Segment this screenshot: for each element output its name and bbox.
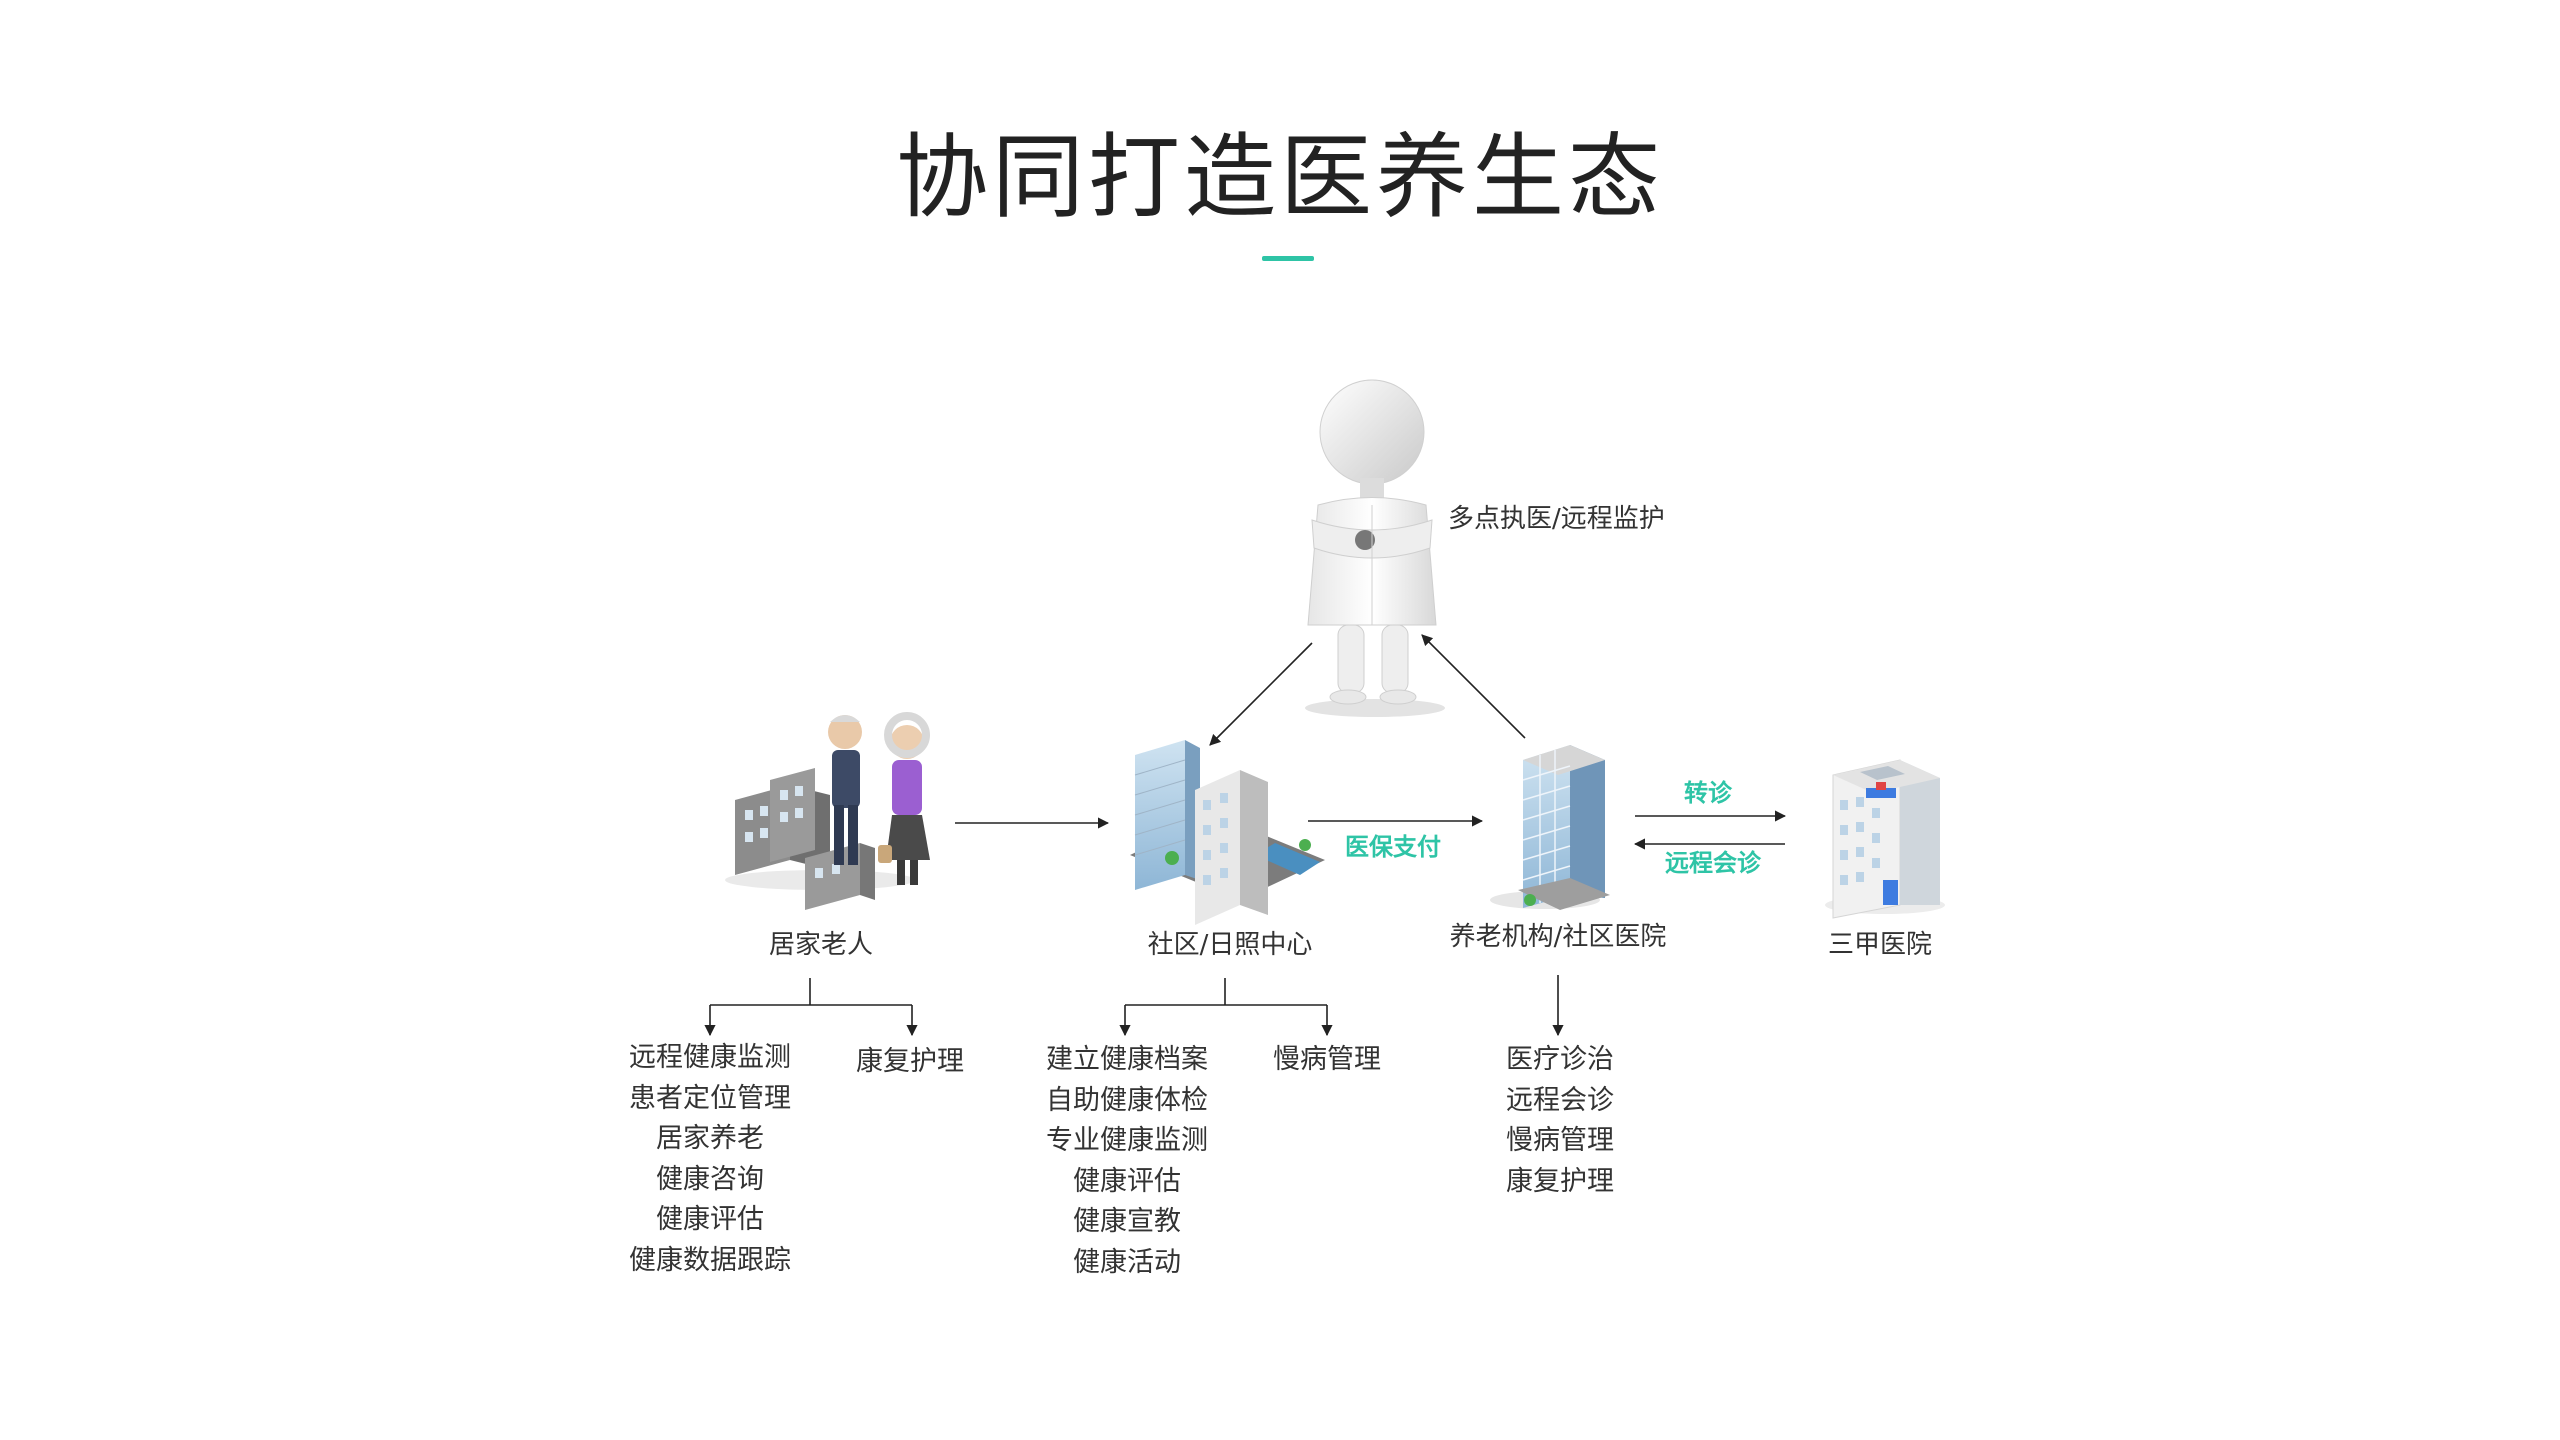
list-item: 远程健康监测 bbox=[629, 1042, 791, 1073]
list-item: 健康评估 bbox=[656, 1204, 764, 1235]
list-item: 健康活动 bbox=[1073, 1246, 1181, 1278]
list-item: 慢病管理 bbox=[1506, 1125, 1614, 1156]
list-item: 自助健康体检 bbox=[1046, 1084, 1208, 1116]
home-branch-connector bbox=[704, 978, 918, 1037]
list-item: 远程会诊 bbox=[1506, 1084, 1614, 1116]
list-item: 康复护理 bbox=[1506, 1165, 1614, 1197]
doctor-label: 多点执医/远程监护 bbox=[1448, 504, 1665, 534]
title-underline bbox=[1262, 256, 1314, 261]
page-title: 协同打造医养生态 bbox=[895, 124, 1664, 231]
community-branch-connector bbox=[1119, 978, 1333, 1037]
list-item: 健康宣教 bbox=[1073, 1206, 1181, 1237]
medical-insurance-label: 医保支付 bbox=[1345, 833, 1441, 861]
institution-services-list: 医疗诊治 远程会诊 慢病管理 康复护理 bbox=[1506, 1040, 1614, 1202]
home-rehab-list: 康复护理 bbox=[856, 1042, 964, 1083]
tower-building-icon bbox=[1490, 745, 1610, 910]
community-label: 社区/日照中心 bbox=[1147, 930, 1313, 960]
list-item: 患者定位管理 bbox=[629, 1082, 791, 1114]
institution-label: 养老机构/社区医院 bbox=[1449, 922, 1667, 952]
list-item: 健康咨询 bbox=[656, 1163, 764, 1195]
arrow-institution-to-doctor bbox=[1421, 634, 1526, 739]
list-item: 医疗诊治 bbox=[1506, 1044, 1614, 1075]
arrow-doctor-to-community bbox=[1209, 642, 1313, 746]
remote-consult-label: 远程会诊 bbox=[1665, 849, 1761, 877]
community-chronic-list: 慢病管理 bbox=[1273, 1040, 1381, 1081]
referral-label: 转诊 bbox=[1684, 779, 1732, 807]
list-item: 建立健康档案 bbox=[1046, 1044, 1208, 1075]
elderly-couple-buildings-icon bbox=[725, 712, 930, 910]
home-elderly-label: 居家老人 bbox=[768, 930, 874, 960]
list-item: 健康评估 bbox=[1073, 1165, 1181, 1197]
list-item: 专业健康监测 bbox=[1046, 1125, 1208, 1156]
list-item: 康复护理 bbox=[856, 1046, 964, 1077]
hospital-building-icon bbox=[1825, 759, 1945, 919]
doctor-figure-icon bbox=[1305, 379, 1445, 717]
community-services-list: 建立健康档案 自助健康体检 专业健康监测 健康评估 健康宣教 健康活动 bbox=[1046, 1040, 1208, 1283]
list-item: 慢病管理 bbox=[1273, 1044, 1381, 1075]
list-item: 居家养老 bbox=[656, 1123, 764, 1154]
hospital-label: 三甲医院 bbox=[1827, 930, 1933, 960]
home-services-list: 远程健康监测 患者定位管理 居家养老 健康咨询 健康评估 健康数据跟踪 bbox=[629, 1038, 791, 1281]
list-item: 健康数据跟踪 bbox=[629, 1244, 791, 1276]
community-buildings-icon bbox=[1130, 740, 1325, 925]
